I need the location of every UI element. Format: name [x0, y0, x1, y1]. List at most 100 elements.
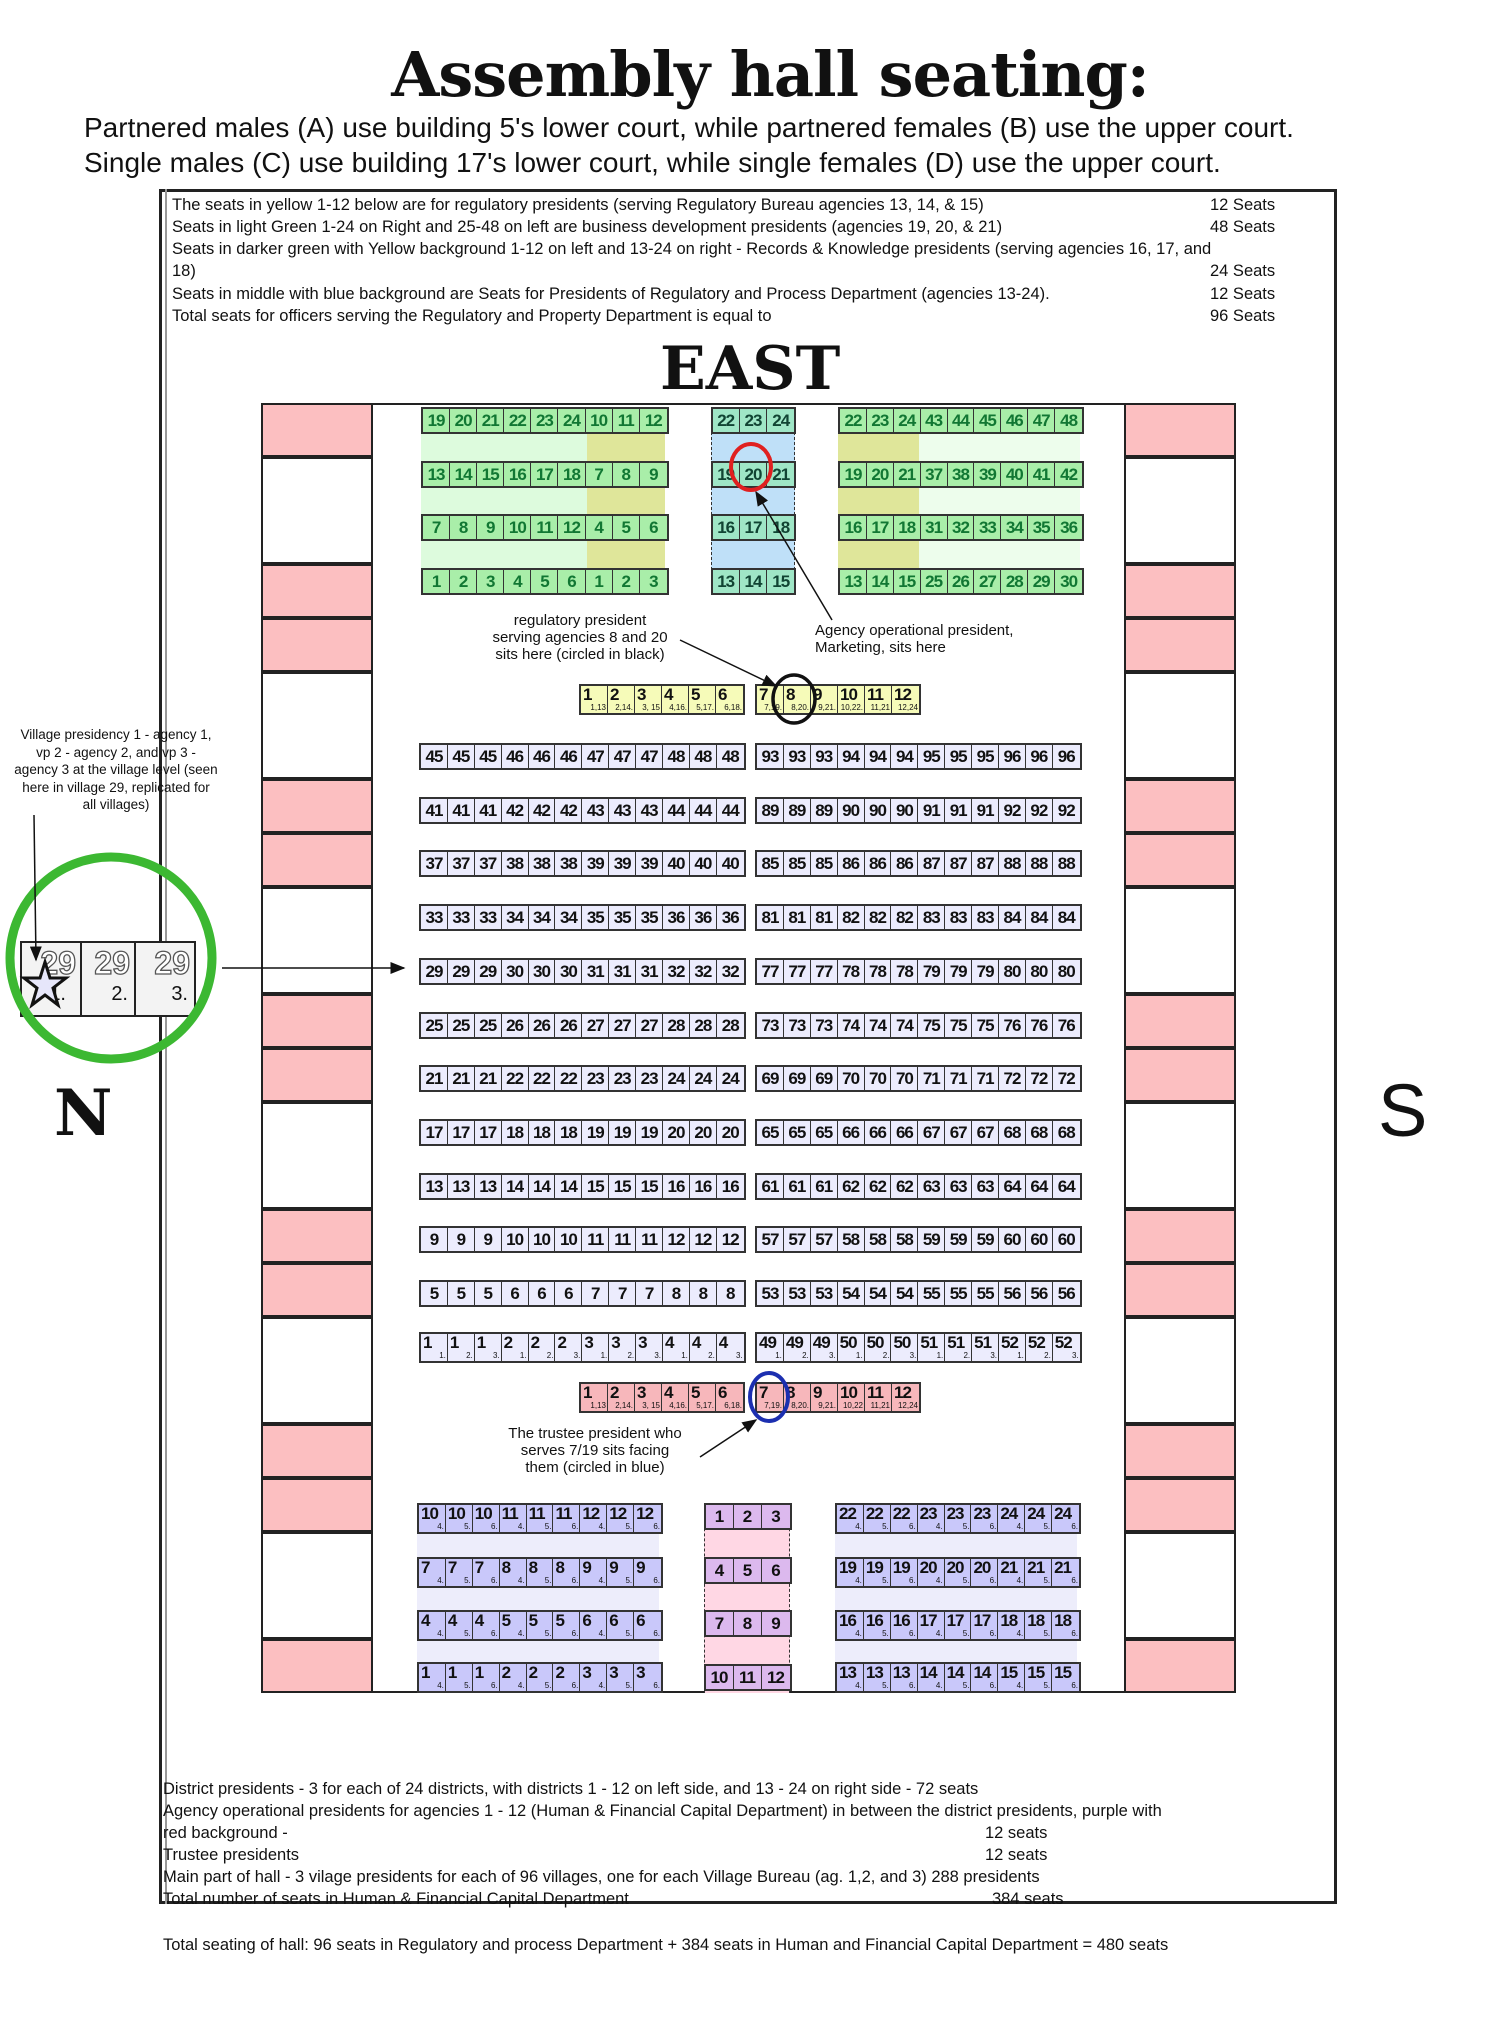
- seat[interactable]: 54: [864, 1282, 892, 1305]
- seat[interactable]: 29: [1028, 570, 1056, 593]
- seat[interactable]: 5: [447, 1282, 475, 1305]
- seat[interactable]: 46: [501, 745, 529, 768]
- seat[interactable]: 8: [612, 463, 640, 486]
- seat[interactable]: 19: [712, 463, 740, 486]
- seat[interactable]: 68: [1025, 1120, 1053, 1144]
- seat[interactable]: 66: [837, 1120, 865, 1144]
- seat[interactable]: 11: [733, 1666, 762, 1689]
- seat[interactable]: 92: [1052, 798, 1080, 822]
- seat[interactable]: 32: [716, 959, 744, 983]
- seat[interactable]: 83: [972, 906, 1000, 930]
- seat[interactable]: 6: [501, 1282, 529, 1305]
- seat[interactable]: 12: [558, 516, 586, 539]
- seat[interactable]: 36: [716, 906, 744, 930]
- seat[interactable]: 4: [585, 516, 613, 539]
- seat[interactable]: 19: [636, 1120, 664, 1144]
- seat[interactable]: 28: [716, 1013, 744, 1037]
- seat[interactable]: 63: [972, 1174, 1000, 1198]
- seat[interactable]: 83: [918, 906, 946, 930]
- seat[interactable]: 66: [891, 1120, 919, 1144]
- seat[interactable]: 36: [1055, 516, 1083, 539]
- seat[interactable]: 27: [609, 1013, 637, 1037]
- seat[interactable]: 78: [864, 959, 892, 983]
- seat[interactable]: 37: [474, 852, 502, 876]
- seat[interactable]: 8: [450, 516, 478, 539]
- seat[interactable]: 78: [891, 959, 919, 983]
- seat[interactable]: 24: [767, 409, 795, 432]
- seat[interactable]: 9: [474, 1228, 502, 1252]
- seat[interactable]: 32: [947, 516, 975, 539]
- seat[interactable]: 16: [663, 1174, 690, 1198]
- seat[interactable]: 71: [918, 1067, 946, 1091]
- seat[interactable]: 7: [705, 1612, 734, 1635]
- seat[interactable]: 30: [1055, 570, 1083, 593]
- seat[interactable]: 4: [705, 1559, 734, 1582]
- seat[interactable]: 68: [1052, 1120, 1080, 1144]
- seat[interactable]: 59: [918, 1228, 946, 1252]
- seat[interactable]: 58: [891, 1228, 919, 1252]
- seat[interactable]: 1: [423, 570, 451, 593]
- seat[interactable]: 18: [555, 1120, 583, 1144]
- seat[interactable]: 73: [757, 1013, 784, 1037]
- seat[interactable]: 23: [609, 1067, 637, 1091]
- seat[interactable]: 2: [450, 570, 478, 593]
- seat[interactable]: 57: [783, 1228, 811, 1252]
- seat[interactable]: 6: [639, 516, 667, 539]
- seat[interactable]: 42: [555, 798, 583, 822]
- seat[interactable]: 95: [918, 745, 946, 768]
- seat[interactable]: 5: [733, 1559, 762, 1582]
- seat[interactable]: 43: [582, 798, 610, 822]
- seat[interactable]: 15: [609, 1174, 637, 1198]
- seat[interactable]: 10: [528, 1228, 556, 1252]
- seat[interactable]: 89: [810, 798, 838, 822]
- seat[interactable]: 47: [582, 745, 610, 768]
- seat[interactable]: 53: [783, 1282, 811, 1305]
- seat[interactable]: 77: [810, 959, 838, 983]
- seat[interactable]: 65: [810, 1120, 838, 1144]
- seat[interactable]: 82: [837, 906, 865, 930]
- seat[interactable]: 23: [866, 409, 894, 432]
- seat[interactable]: 53: [810, 1282, 838, 1305]
- seat[interactable]: 76: [1025, 1013, 1053, 1037]
- seat[interactable]: 5: [474, 1282, 502, 1305]
- seat[interactable]: 84: [1052, 906, 1080, 930]
- seat[interactable]: 10: [585, 409, 613, 432]
- seat[interactable]: 45: [447, 745, 475, 768]
- seat[interactable]: 6: [528, 1282, 556, 1305]
- seat[interactable]: 40: [663, 852, 690, 876]
- seat[interactable]: 45: [474, 745, 502, 768]
- seat[interactable]: 21: [447, 1067, 475, 1091]
- seat[interactable]: 21: [474, 1067, 502, 1091]
- seat[interactable]: 25: [447, 1013, 475, 1037]
- seat[interactable]: 80: [999, 959, 1026, 983]
- seat[interactable]: 91: [972, 798, 1000, 822]
- seat[interactable]: 14: [555, 1174, 583, 1198]
- seat[interactable]: 46: [528, 745, 556, 768]
